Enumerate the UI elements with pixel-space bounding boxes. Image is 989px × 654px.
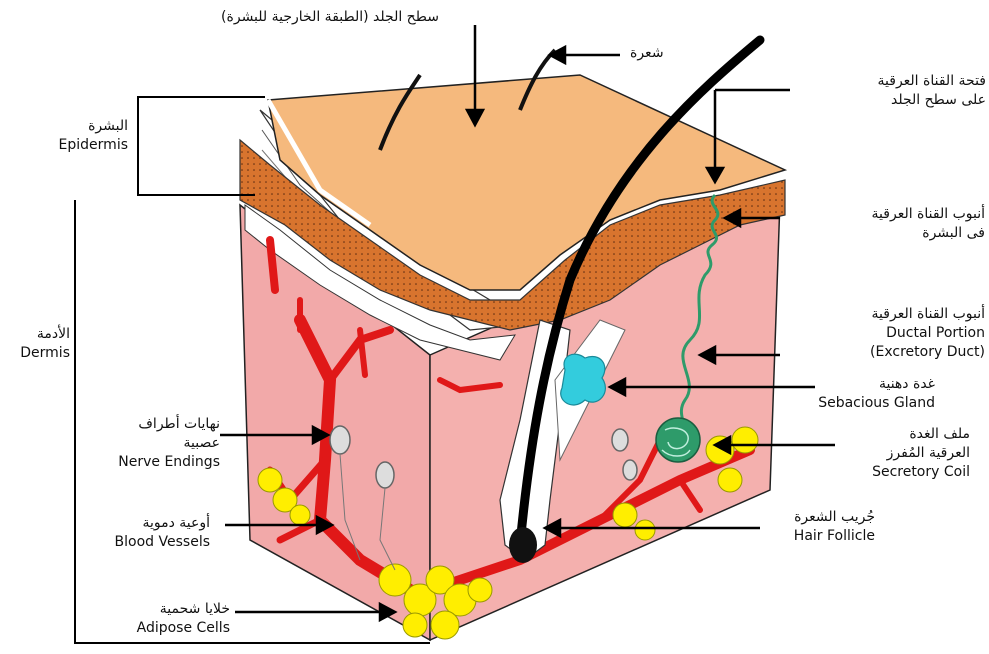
label-skin-surface: سطح الجلد (الطبقة الخارجية للبشرة) (170, 8, 490, 27)
label-hair: شعرة (630, 44, 664, 63)
